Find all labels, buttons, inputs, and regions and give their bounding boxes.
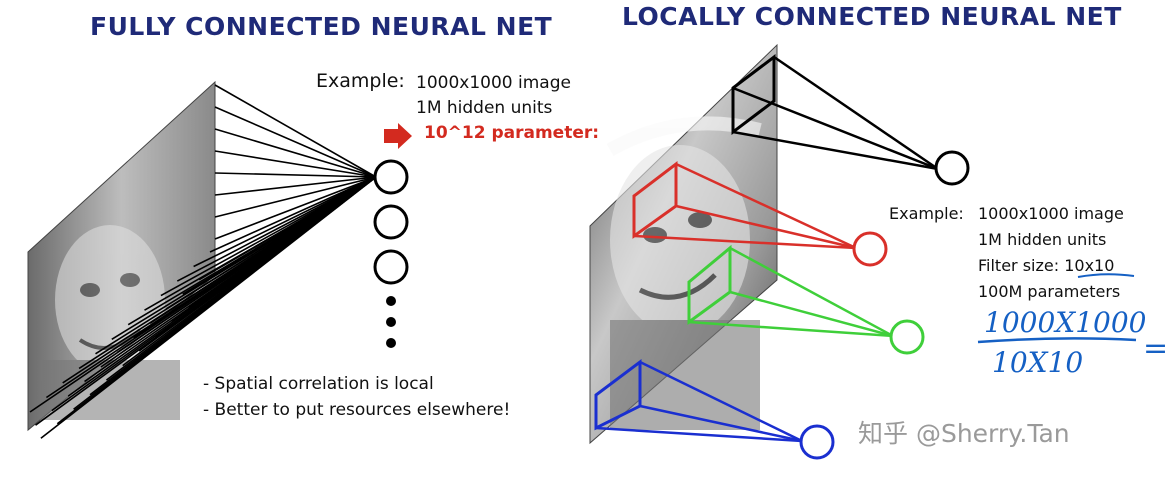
right-example-line-3: Filter size: 10x10	[978, 256, 1115, 275]
handwritten-numerator: 1000X1000	[984, 306, 1147, 339]
connection-black	[732, 86, 939, 171]
right-neuron-green	[889, 319, 925, 355]
handwritten-denominator: 10X10	[992, 346, 1084, 379]
connection-black	[732, 130, 939, 171]
fc-connection-line	[176, 176, 377, 282]
right-neuron-black	[934, 150, 970, 186]
filter-black	[731, 53, 776, 136]
connection-blue	[639, 360, 803, 443]
left-title: FULLY CONNECTED NEURAL NET	[90, 12, 553, 41]
right-neuron-red	[852, 231, 888, 267]
connection-blue	[595, 426, 803, 443]
fc-connection-line	[214, 84, 377, 178]
left-example-line-3: 10^12 parameter:	[424, 123, 600, 143]
left-example-label: Example:	[316, 70, 405, 92]
fc-connection-line	[198, 176, 377, 281]
right-title: LOCALLY CONNECTED NEURAL NET	[622, 2, 1122, 31]
connection-black	[773, 55, 939, 171]
right-example-line-1: 1000x1000 image	[978, 204, 1124, 223]
watermark: 知乎 @Sherry.Tan	[858, 419, 1070, 448]
fc-connection-line	[204, 176, 377, 294]
left-neuron-2	[373, 204, 409, 240]
handwritten-equals: =	[1143, 331, 1168, 366]
fc-connection-line	[193, 176, 377, 268]
ellipsis-dot	[386, 317, 396, 327]
connection-green	[688, 320, 894, 338]
connection-green	[729, 246, 894, 338]
fc-connection-line	[214, 176, 377, 240]
left-neuron-1	[373, 159, 409, 195]
red-arrow-icon	[384, 123, 412, 149]
connection-red	[675, 162, 857, 250]
connection-blue	[639, 404, 803, 443]
ellipsis-dot	[386, 338, 396, 348]
right-example-line-2: 1M hidden units	[978, 230, 1107, 249]
connection-red	[675, 204, 857, 250]
connection-green	[729, 290, 894, 338]
handwritten-fraction-bar	[977, 337, 1137, 344]
right-neuron-blue	[799, 424, 835, 460]
fully-connected-lines	[29, 84, 377, 439]
fc-connection-line	[214, 150, 377, 178]
left-bullet-1: - Spatial correlation is local	[203, 374, 434, 394]
connection-red	[633, 234, 857, 250]
fc-connection-line	[214, 172, 377, 178]
handwritten-underline	[1077, 273, 1135, 278]
fc-connection-line	[214, 176, 377, 218]
left-bullet-2: - Better to put resources elsewhere!	[203, 400, 511, 420]
left-example-line-2: 1M hidden units	[416, 98, 553, 118]
ellipsis-dot	[386, 296, 396, 306]
right-example-line-4: 100M parameters	[978, 282, 1121, 301]
left-neuron-3	[373, 249, 409, 285]
fc-connection-line	[214, 128, 377, 178]
fc-connection-line	[214, 106, 377, 178]
right-example-label: Example:	[889, 204, 964, 223]
fc-connection-line	[214, 176, 377, 196]
fc-connection-line	[209, 176, 377, 253]
left-example-line-1: 1000x1000 image	[416, 73, 571, 93]
fc-connection-line	[160, 176, 377, 297]
